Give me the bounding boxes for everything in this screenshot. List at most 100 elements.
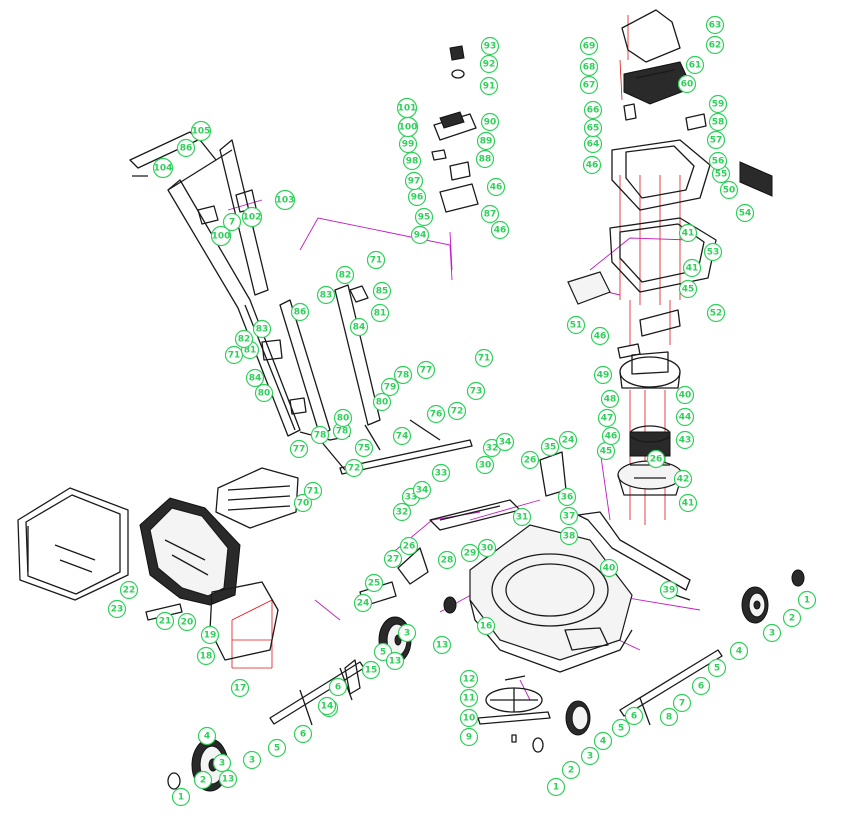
callout-circle xyxy=(293,724,313,744)
callout-number: 86 xyxy=(180,144,193,154)
callout-41: 41 xyxy=(678,223,698,243)
callout-42: 42 xyxy=(673,469,693,489)
callout-65: 65 xyxy=(583,118,603,138)
callout-circle xyxy=(333,408,353,428)
callout-circle xyxy=(210,225,232,247)
callout-circle xyxy=(546,777,566,797)
callout-circle xyxy=(559,506,579,526)
callout-1: 1 xyxy=(797,590,817,610)
callout-4-2: 4 xyxy=(593,731,613,751)
callouts: 1112223333344455556666777891011121313131… xyxy=(107,15,817,807)
callout-circle xyxy=(399,536,419,556)
callout-86: 86 xyxy=(290,302,310,322)
callout-50: 50 xyxy=(719,180,739,200)
motor-assembly xyxy=(617,351,683,496)
callout-7-3: 7 xyxy=(222,212,242,232)
bracket-21 xyxy=(145,603,183,621)
callout-38: 38 xyxy=(559,526,579,546)
callout-circle xyxy=(580,746,600,766)
callout-6-3: 6 xyxy=(328,677,348,697)
callout-63: 63 xyxy=(705,15,725,35)
callout-number: 84 xyxy=(353,323,366,333)
callout-circle xyxy=(593,365,613,385)
callout-number: 41 xyxy=(682,499,695,509)
callout-circle xyxy=(335,265,355,285)
callout-circle xyxy=(254,383,274,403)
callout-number: 60 xyxy=(681,80,694,90)
callout-20: 20 xyxy=(177,612,197,632)
callout-circle xyxy=(364,573,384,593)
callout-circle xyxy=(659,580,679,600)
callout-87: 87 xyxy=(480,204,500,224)
callout-3-4: 3 xyxy=(397,623,417,643)
callout-number: 62 xyxy=(709,41,722,51)
callout-number: 51 xyxy=(570,321,583,331)
callout-circle xyxy=(119,580,139,600)
callout-64: 64 xyxy=(583,134,603,154)
callout-circle xyxy=(490,220,510,240)
callout-number: 54 xyxy=(739,209,752,219)
callout-number: 34 xyxy=(499,438,512,448)
callout-number: 1 xyxy=(553,783,559,793)
callout-circle xyxy=(479,76,499,96)
callout-5-4: 5 xyxy=(267,738,287,758)
callout-46-5: 46 xyxy=(601,426,621,446)
hubcaps xyxy=(167,569,805,790)
callout-number: 71 xyxy=(478,354,491,364)
callout-36: 36 xyxy=(557,487,577,507)
callout-number: 97 xyxy=(408,177,421,187)
callout-number: 85 xyxy=(376,287,389,297)
callout-circle xyxy=(197,726,217,746)
callout-circle xyxy=(402,151,422,171)
callout-105: 105 xyxy=(190,120,212,142)
callout-number: 93 xyxy=(484,42,497,52)
callout-circle xyxy=(719,180,739,200)
callout-number: 37 xyxy=(563,512,576,522)
callout-circle xyxy=(380,377,400,397)
callout-6-4: 6 xyxy=(293,724,313,744)
callout-circle xyxy=(432,635,452,655)
callout-number: 6 xyxy=(698,682,704,692)
callout-2-3: 2 xyxy=(561,760,581,780)
callout-circle xyxy=(107,599,127,619)
callout-circle xyxy=(495,432,515,452)
callout-33-2: 33 xyxy=(431,463,451,483)
grass-bag-frame xyxy=(17,487,129,601)
callout-number: 91 xyxy=(483,82,496,92)
callout-85: 85 xyxy=(372,281,392,301)
callout-circle xyxy=(196,646,216,666)
callout-7: 7 xyxy=(672,693,692,713)
callout-12: 12 xyxy=(459,669,479,689)
callout-number: 44 xyxy=(679,413,692,423)
callout-number: 3 xyxy=(769,629,775,639)
callout-34: 34 xyxy=(412,480,432,500)
callout-circle xyxy=(706,303,726,323)
callout-number: 82 xyxy=(238,335,251,345)
callout-number: 1 xyxy=(178,793,184,803)
callout-circle xyxy=(252,319,272,339)
wheel-front-right xyxy=(741,586,769,624)
callout-circle xyxy=(705,15,725,35)
callout-number: 98 xyxy=(406,157,419,167)
callout-circle xyxy=(579,57,599,77)
callout-number: 5 xyxy=(714,664,720,674)
housing-top xyxy=(611,139,773,211)
callout-number: 67 xyxy=(583,81,596,91)
callout-number: 101 xyxy=(398,104,417,114)
callout-circle xyxy=(582,155,602,175)
callout-number: 40 xyxy=(679,391,692,401)
callout-11: 11 xyxy=(459,688,479,708)
callout-number: 55 xyxy=(715,170,728,180)
callout-30-2: 30 xyxy=(475,455,495,475)
callout-circle xyxy=(583,118,603,138)
callout-number: 57 xyxy=(710,136,723,146)
callout-13: 13 xyxy=(432,635,452,655)
callout-54: 54 xyxy=(735,203,755,223)
callout-number: 80 xyxy=(376,398,389,408)
callout-circle xyxy=(416,360,436,380)
callout-number: 46 xyxy=(605,432,618,442)
callout-circle xyxy=(218,769,238,789)
callout-circle xyxy=(290,302,310,322)
callout-circle xyxy=(353,593,373,613)
callout-number: 46 xyxy=(586,161,599,171)
